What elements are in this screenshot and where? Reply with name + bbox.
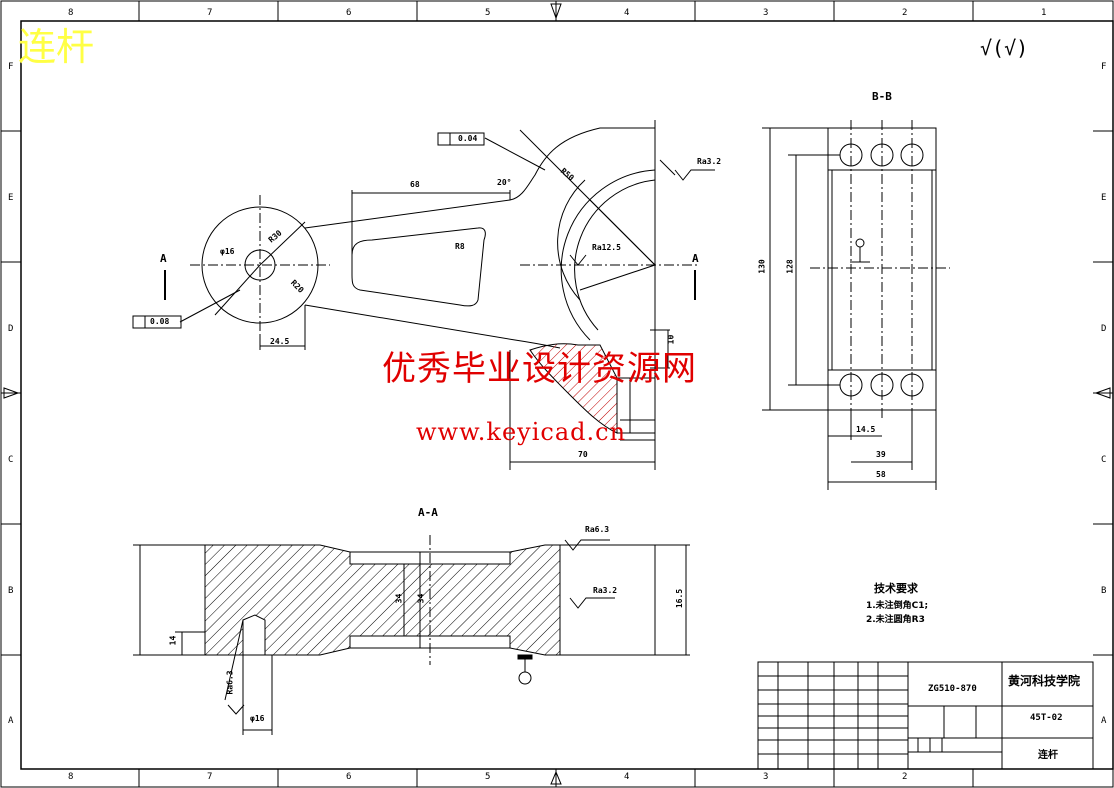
tolerance-frame-2: 0.08	[150, 317, 170, 326]
tech-req-title: 技术要求	[874, 582, 918, 595]
zone-top-1: 1	[1041, 8, 1047, 18]
zone-bottom-3: 3	[763, 772, 769, 782]
zone-top-7: 7	[207, 8, 213, 18]
dim-r8: R8	[455, 242, 465, 251]
zone-bottom-4: 4	[624, 772, 630, 782]
zone-bottom-6: 6	[346, 772, 352, 782]
title-block	[757, 661, 1094, 770]
dim-68: 68	[410, 180, 420, 189]
dim-phi16-aa: φ16	[250, 714, 265, 723]
zone-side-d: D	[8, 324, 14, 334]
zone-bottom-7: 7	[207, 772, 213, 782]
title-block-drawing-no: ZG510-870	[928, 684, 977, 694]
zone-top-2: 2	[902, 8, 908, 18]
arm-pocket	[351, 227, 486, 307]
watermark-url[interactable]: www.keyicad.cn	[416, 418, 627, 446]
section-mark-a-right: A	[692, 252, 699, 265]
dim-128: 128	[785, 259, 795, 274]
aa-view	[133, 535, 690, 735]
bb-view	[762, 120, 950, 490]
dim-14-5: 14.5	[856, 425, 876, 434]
roughness-ra6-3-hole: Ra6.3	[225, 670, 235, 695]
roughness-ra3-2-top: Ra3.2	[697, 157, 722, 166]
zone-side-right-c: C	[1101, 455, 1107, 465]
title-block-school: 黄河科技学院	[1008, 674, 1081, 688]
tolerance-frame-1: 0.04	[458, 134, 478, 143]
section-label-bb: B-B	[872, 90, 892, 103]
dim-14: 14	[168, 635, 178, 646]
section-label-aa: A-A	[418, 506, 438, 519]
zone-side-right-a: A	[1101, 716, 1107, 726]
zone-bottom-5: 5	[485, 772, 491, 782]
zone-side-c: C	[8, 455, 14, 465]
zone-side-b: B	[8, 586, 14, 596]
tech-req-item-1: 1.未注倒角C1;	[866, 601, 929, 611]
dim-phi16: φ16	[220, 247, 235, 256]
zone-side-e: E	[8, 193, 14, 203]
dim-34-outer: 34	[416, 593, 426, 604]
zone-top-4: 4	[624, 8, 630, 18]
title-block-part-name: 连杆	[1038, 750, 1058, 761]
roughness-ra6-3-aa: Ra6.3	[585, 525, 610, 534]
dim-34-inner: 34	[394, 593, 404, 604]
zone-side-right-f: F	[1101, 62, 1107, 72]
big-end-cap-section	[529, 343, 618, 434]
zone-top-6: 6	[346, 8, 352, 18]
watermark-site-name: 优秀毕业设计资源网	[382, 349, 697, 389]
drawing-frame	[20, 20, 1114, 770]
dim-16-5: 16.5	[675, 588, 685, 609]
zone-side-a: A	[8, 716, 14, 726]
roughness-ra3-2-aa: Ra3.2	[593, 586, 618, 595]
zone-side-right-b: B	[1101, 586, 1107, 596]
title-block-code: 45T-02	[1030, 713, 1063, 723]
zone-side-right-e: E	[1101, 193, 1107, 203]
general-surface-finish-symbol: √(√)	[980, 36, 1029, 60]
zone-side-f: F	[8, 62, 14, 72]
zone-bottom-8: 8	[68, 772, 74, 782]
tech-req-item-2: 2.未注圆角R3	[866, 615, 925, 625]
zone-top-3: 3	[763, 8, 769, 18]
title-watermark: 连杆	[18, 25, 95, 69]
connecting-arm	[304, 127, 656, 470]
dim-39: 39	[876, 450, 886, 459]
section-mark-a-left: A	[160, 252, 167, 265]
zone-top-8: 8	[68, 8, 74, 18]
dim-70: 70	[578, 450, 588, 459]
front-view	[132, 120, 715, 470]
zone-top-5: 5	[485, 8, 491, 18]
dim-58: 58	[876, 470, 886, 479]
big-end-arc	[560, 169, 656, 341]
dim-130: 130	[757, 259, 767, 274]
roughness-ra12-5: Ra12.5	[592, 243, 621, 252]
dim-angle-20: 20°	[497, 178, 512, 187]
zone-bottom-2: 2	[902, 772, 908, 782]
dim-24-5: 24.5	[270, 337, 290, 346]
zone-side-right-d: D	[1101, 324, 1107, 334]
